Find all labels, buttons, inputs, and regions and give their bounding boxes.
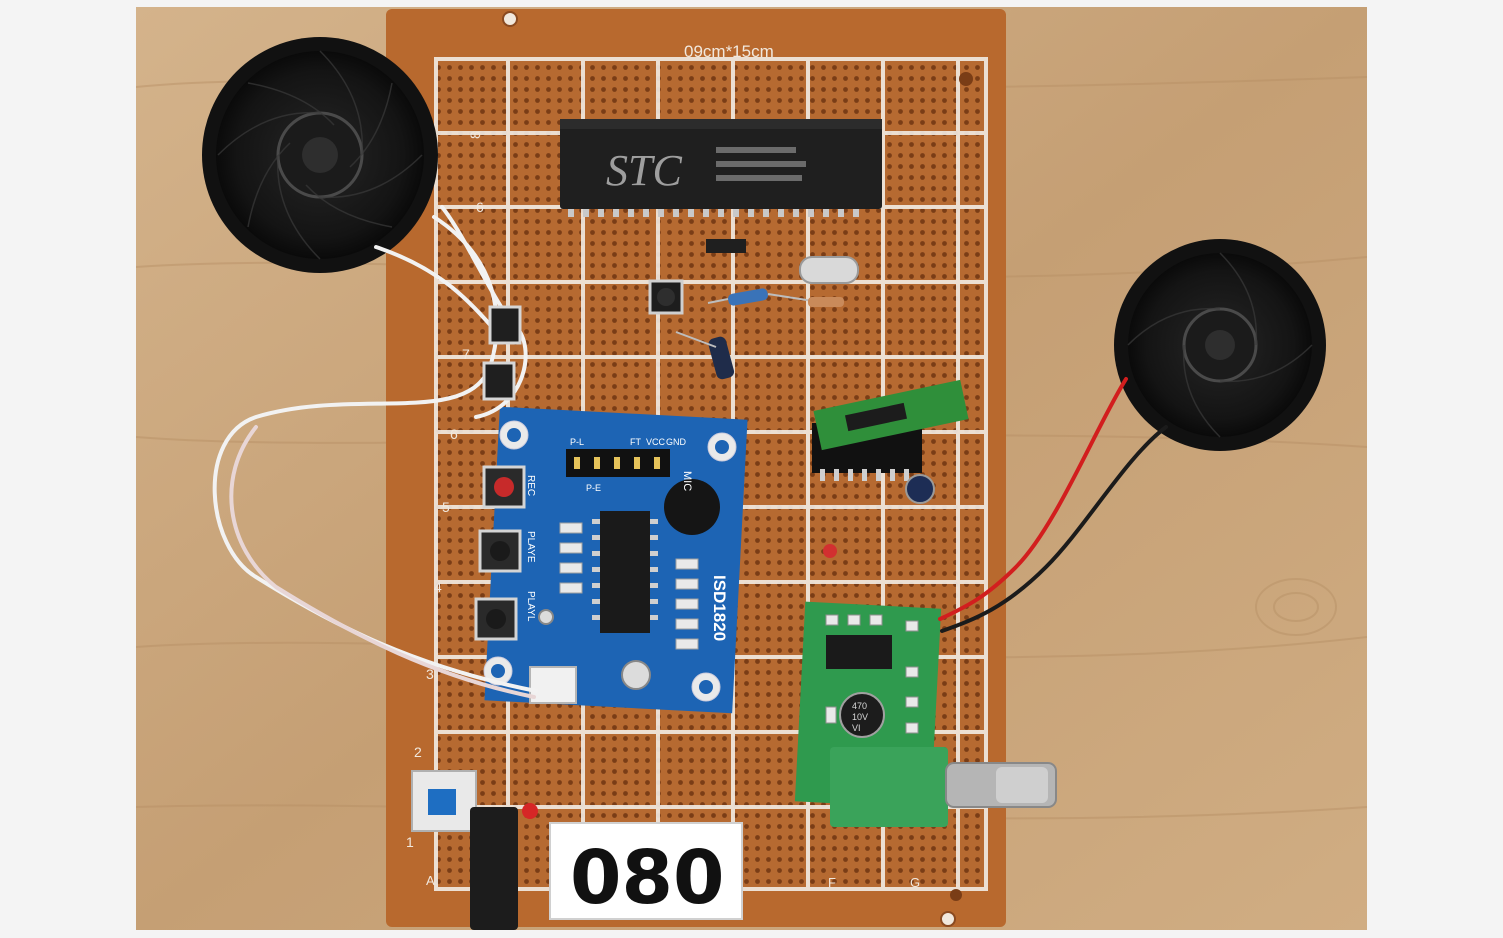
red-led	[823, 544, 837, 558]
column-letter: A	[426, 873, 435, 888]
mounting-hole	[950, 889, 962, 901]
isd1820-module: P-L P-E FT VCC GND MIC ISD1820 REC PLAYE	[474, 406, 748, 714]
header-pin-label: FT	[630, 437, 641, 447]
speaker-wires	[938, 377, 1168, 633]
tactile-button-cap	[657, 288, 675, 306]
jumper	[706, 239, 746, 253]
amp-chip	[826, 635, 892, 669]
row-number: 6	[450, 426, 458, 442]
amplifier-board: 470 10V VI	[794, 601, 1057, 827]
header-pin-label: GND	[666, 437, 687, 447]
speaker-connector	[529, 666, 577, 704]
capacitor-marking: 470	[852, 701, 867, 711]
row-number: 8	[467, 131, 483, 139]
row-numbers: 8 6 7 6 5 4 3 2 1	[406, 131, 484, 850]
electrolytic-capacitor	[905, 474, 935, 504]
capacitor-marking: VI	[852, 723, 861, 733]
column-letter: F	[828, 875, 836, 890]
mounting-hole	[940, 911, 956, 927]
mcu-brand: STC	[606, 146, 682, 195]
mounting-hole	[502, 11, 518, 27]
left-speaker	[202, 37, 438, 273]
column-letter: G	[910, 875, 920, 890]
resistor	[808, 297, 844, 307]
module-capacitor	[538, 609, 554, 625]
module-button-label: PLAYE	[525, 531, 536, 563]
crystal-oscillator	[799, 256, 859, 284]
playl-button-cap	[486, 609, 506, 629]
row-number: 2	[414, 744, 422, 760]
red-led	[522, 803, 538, 819]
power-switch-button	[428, 789, 456, 815]
board-size-label: 09cm*15cm	[684, 42, 774, 61]
microphone-label: MIC	[681, 471, 693, 491]
row-number: 4	[434, 579, 442, 595]
stc-microcontroller: STC	[560, 119, 882, 217]
module-button-label: REC	[525, 475, 536, 496]
header-pin-label: P-L	[570, 437, 584, 447]
header-pin-label: VCC	[646, 437, 666, 447]
row-number: 5	[442, 499, 450, 515]
module-button-label: PLAYL	[525, 591, 536, 622]
module-capacitor	[621, 660, 651, 690]
right-speaker	[1114, 239, 1326, 451]
header-pin-label: P-E	[586, 483, 601, 493]
capacitor-marking: 10V	[852, 712, 868, 722]
mounting-hole	[959, 72, 973, 86]
perfboard-buttons	[482, 305, 522, 401]
circuit-board-photo: 09cm*15cm 8 6 7 6 5 4 3 2 1 F G A	[136, 7, 1367, 930]
rec-button-cap	[494, 477, 514, 497]
playe-button-cap	[490, 541, 510, 561]
potentiometer-body	[830, 747, 948, 827]
isd1820-chip	[600, 511, 650, 633]
number-tag	[549, 822, 743, 920]
column-letters: F G A	[426, 873, 920, 890]
number-tag-text: 080	[570, 835, 724, 921]
rf-module	[812, 379, 969, 481]
row-number: 6	[476, 199, 484, 215]
microphone	[664, 479, 720, 535]
row-number: 7	[462, 346, 470, 362]
amp-capacitor	[839, 692, 885, 738]
resistor	[728, 288, 768, 306]
module-name: ISD1820	[710, 575, 729, 641]
row-number: 3	[426, 666, 434, 682]
playl-button	[474, 597, 518, 641]
row-number: 1	[406, 834, 414, 850]
dc-jack	[470, 807, 518, 930]
